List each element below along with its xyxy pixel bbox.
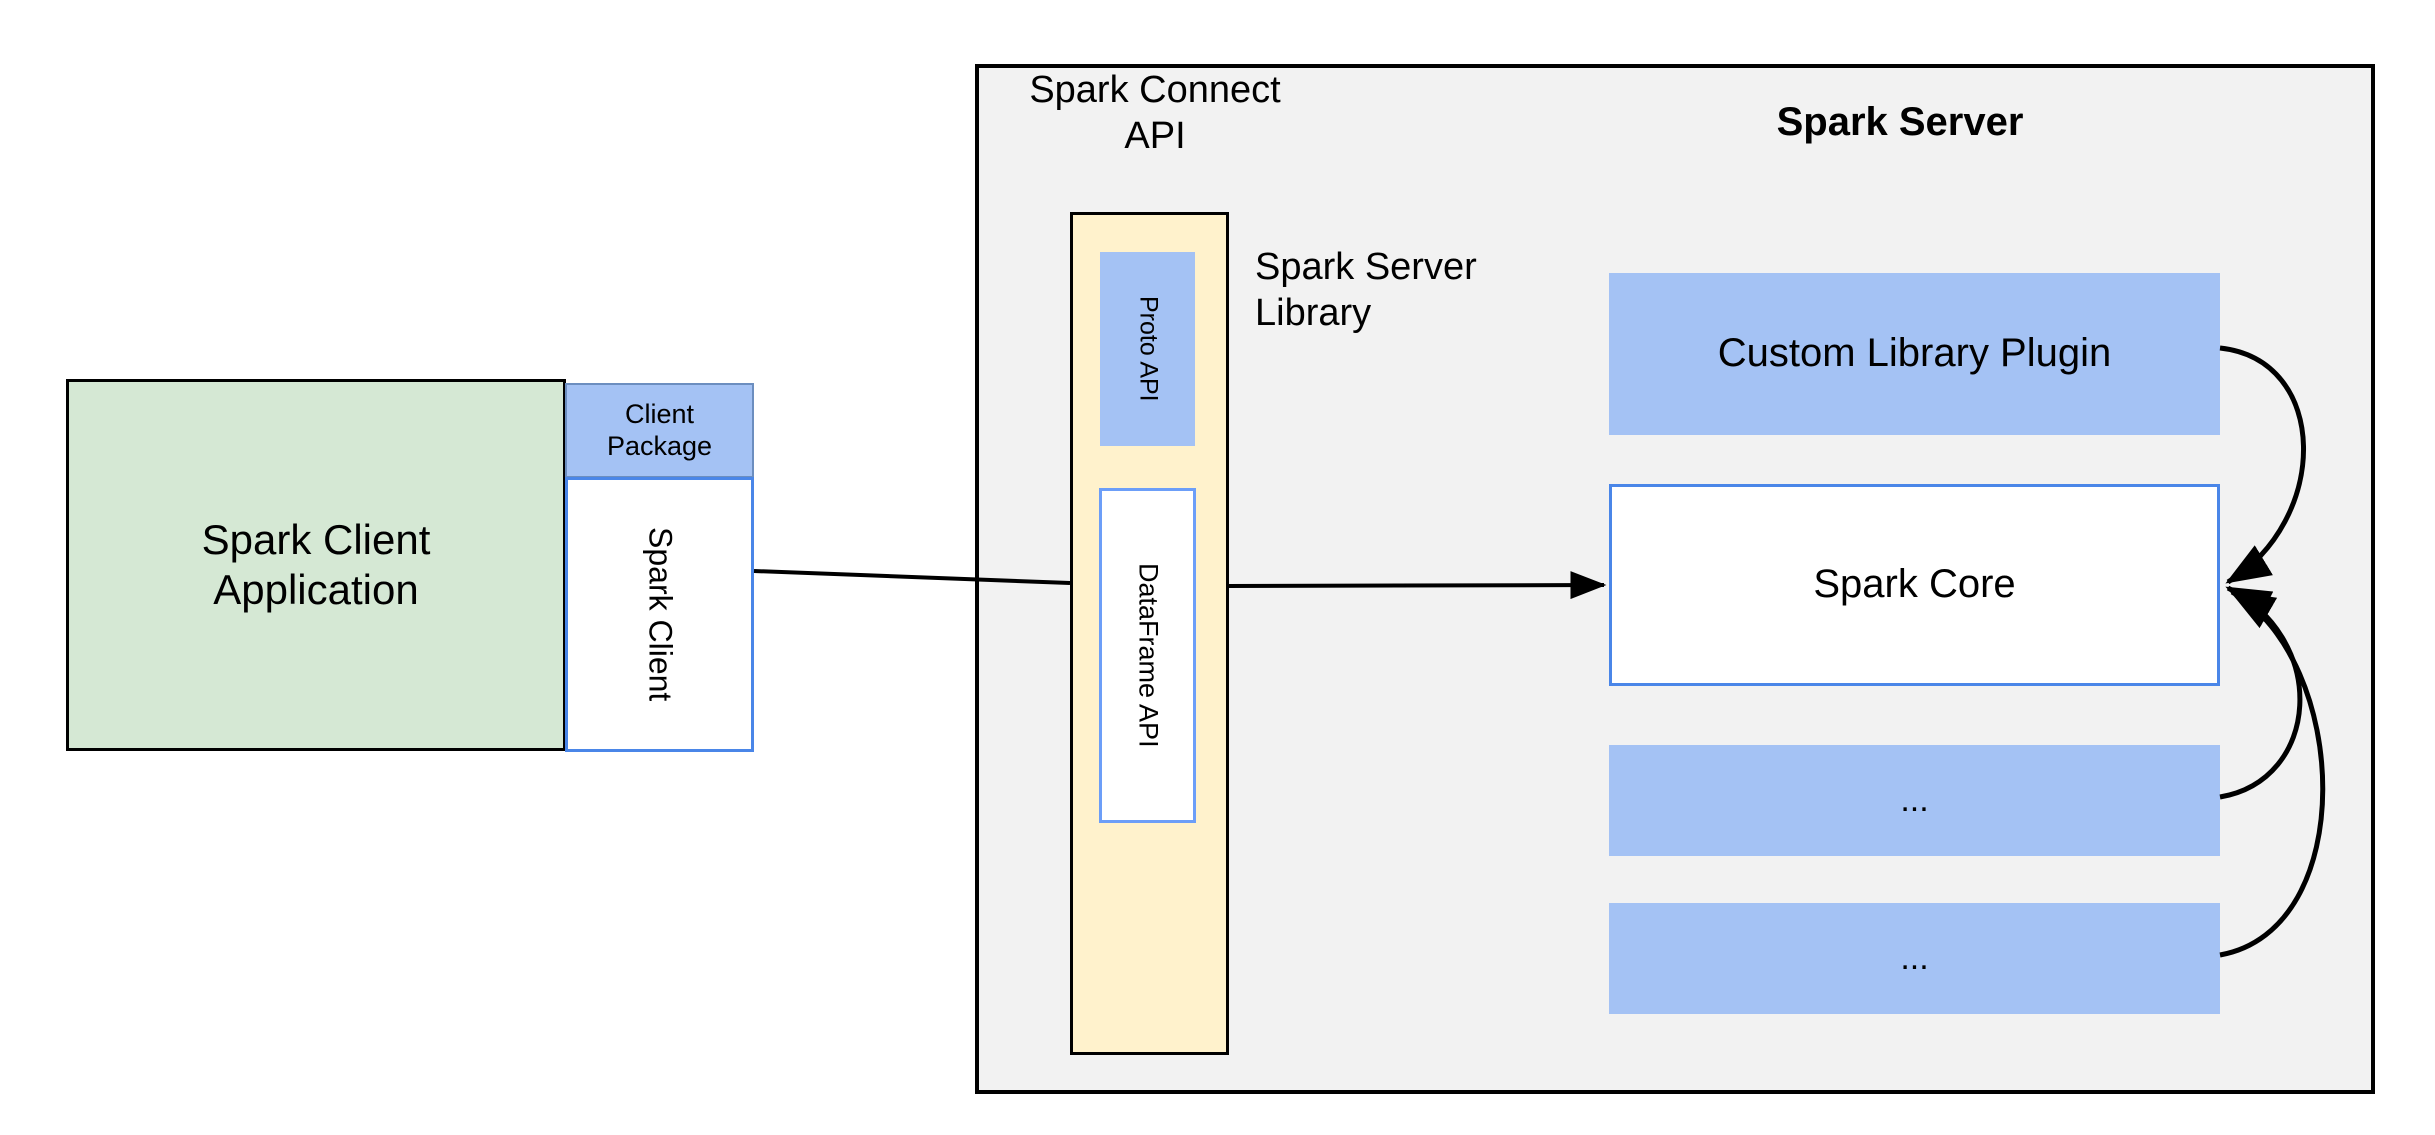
spark-core-block[interactable]: Spark Core (1609, 484, 2220, 686)
client-package-block[interactable]: Client Package (565, 383, 754, 478)
ellipsis-block-1[interactable]: ... (1609, 745, 2220, 856)
spark-server-title: Spark Server (1776, 100, 2024, 144)
dataframe-api-label: DataFrame API (1133, 563, 1164, 748)
spark-client-label: Spark Client (642, 527, 679, 702)
spark-core-label: Spark Core (1813, 562, 2016, 607)
spark-client-block[interactable]: Spark Client (565, 477, 754, 752)
spark-client-application-label: Spark Client Application (201, 516, 431, 613)
ellipsis-block-2[interactable]: ... (1609, 903, 2220, 1014)
spark-client-application-block[interactable]: Spark Client Application (66, 379, 566, 751)
spark-connect-api-label: Spark Connect API (1029, 69, 1281, 157)
ellipsis-block-1-label: ... (1900, 781, 1929, 820)
custom-library-plugin-block[interactable]: Custom Library Plugin (1609, 273, 2220, 435)
proto-api-label: Proto API (1134, 296, 1163, 402)
spark-server-library-label: Spark Server Library (1255, 246, 1477, 334)
client-package-label: Client Package (606, 398, 713, 461)
custom-library-plugin-label: Custom Library Plugin (1717, 331, 2112, 376)
proto-api-block[interactable]: Proto API (1100, 252, 1195, 446)
ellipsis-block-2-label: ... (1900, 939, 1929, 978)
dataframe-api-block[interactable]: DataFrame API (1099, 488, 1196, 823)
